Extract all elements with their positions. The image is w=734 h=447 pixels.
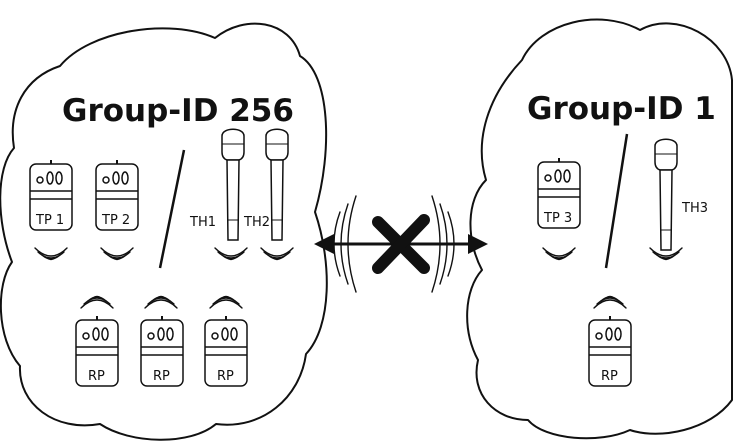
handheld-label: TH2 — [243, 215, 270, 230]
receiver-pack: RP — [75, 315, 119, 387]
receiver-label: RP — [153, 369, 170, 384]
receiver-pack: RP — [588, 315, 632, 387]
blocked-cross-icon — [372, 214, 430, 274]
transmitter-pack-tp3: TP 3 — [537, 157, 581, 229]
receiver-label: RP — [88, 369, 105, 384]
group-title: Group-ID 256 — [62, 93, 294, 129]
divider-line — [158, 149, 186, 269]
receiver-pack: RP — [140, 315, 184, 387]
transmitter-label: TP 1 — [35, 213, 64, 228]
receiver-label: RP — [601, 369, 618, 384]
transmitter-label: TP 2 — [101, 213, 130, 228]
group-title: Group-ID 1 — [527, 91, 716, 127]
handheld-label: TH3 — [681, 201, 708, 216]
transmitter-pack-tp2: TP 2 — [95, 159, 139, 231]
transmitter-pack-tp1: TP 1 — [29, 159, 73, 231]
cloud-group-1 — [466, 18, 733, 440]
receiver-label: RP — [217, 369, 234, 384]
receiver-pack: RP — [204, 315, 248, 387]
divider-line — [604, 133, 629, 269]
handheld-label: TH1 — [189, 215, 216, 230]
transmitter-label: TP 3 — [543, 211, 572, 226]
